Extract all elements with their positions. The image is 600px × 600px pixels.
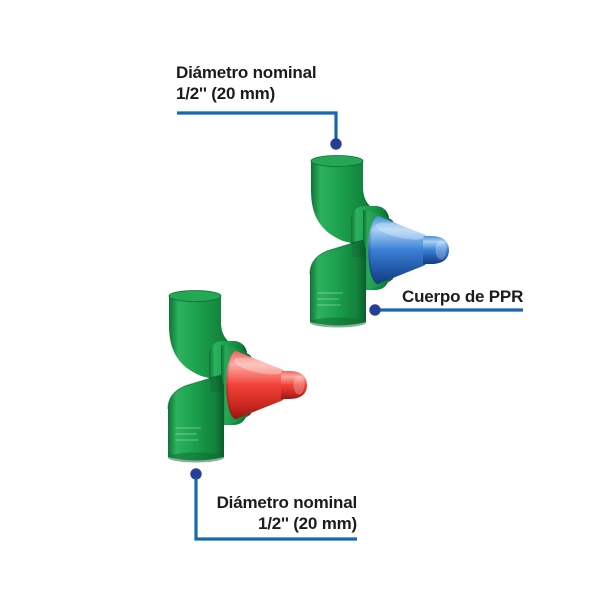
- label-body-material: Cuerpo de PPR: [402, 286, 523, 307]
- top-diameter-line2: 1/2'' (20 mm): [176, 84, 276, 103]
- label-top-diameter: Diámetro nominal 1/2'' (20 mm): [176, 62, 317, 104]
- body-material-text: Cuerpo de PPR: [402, 287, 524, 306]
- bottom-diameter-line1: Diámetro nominal: [216, 493, 358, 512]
- top-diameter-line1: Diámetro nominal: [176, 63, 317, 82]
- leader-line-top-diameter: [177, 111, 338, 140]
- leader-dot-bottom-diameter: [190, 468, 202, 480]
- leader-line-bottom-diameter: [194, 478, 357, 541]
- label-bottom-diameter: Diámetro nominal 1/2'' (20 mm): [177, 492, 358, 534]
- leader-dot-top-diameter: [330, 138, 342, 150]
- leader-dot-body-material: [369, 304, 381, 316]
- bottom-diameter-line2: 1/2'' (20 mm): [257, 514, 357, 533]
